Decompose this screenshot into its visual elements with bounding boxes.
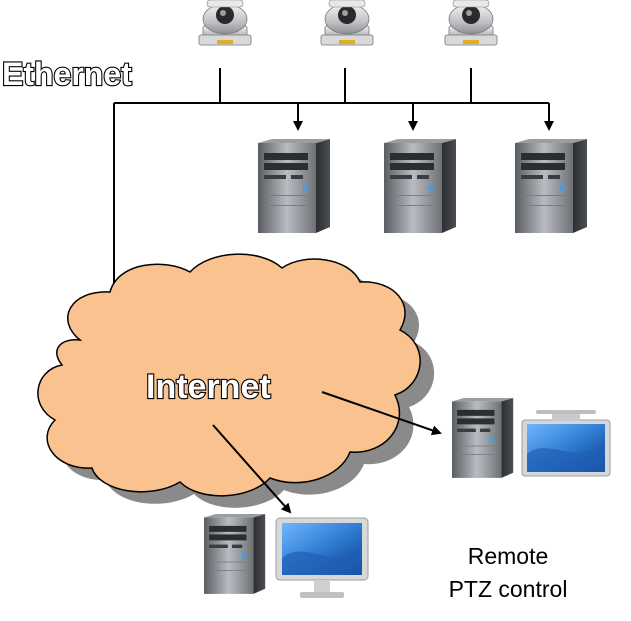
ptz-camera-icon: [444, 0, 498, 46]
flat-monitor-icon: [521, 409, 611, 477]
remote-label-line2: PTZ control: [449, 576, 568, 602]
remote-workstation-right: [452, 398, 611, 478]
remote-link-right: [321, 391, 442, 436]
desktop-tower-icon: [515, 139, 587, 233]
remote-link-bottom: [212, 424, 292, 514]
flat-monitor-icon: [275, 517, 369, 599]
internet-label: Internet: [146, 368, 271, 406]
desktop-tower-icon: [258, 139, 330, 233]
ptz-camera-icon: [320, 0, 374, 46]
desktop-tower-icon: [452, 398, 514, 478]
ptz-camera-icon: [198, 0, 252, 46]
ethernet-label: Ethernet: [2, 56, 132, 92]
desktop-tower-icon: [204, 514, 266, 594]
desktop-tower-icon: [384, 139, 456, 233]
internet-cloud: [37, 253, 435, 508]
remote-workstation-bottom: [204, 514, 369, 599]
cloud-shape: [37, 253, 421, 497]
remote-label-line1: Remote: [468, 543, 549, 569]
